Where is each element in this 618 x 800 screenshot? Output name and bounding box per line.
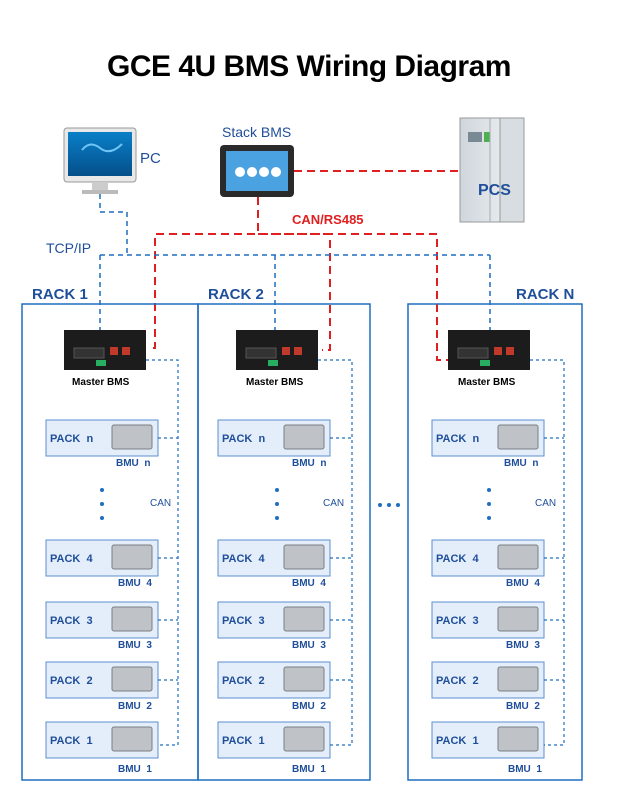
- master-bms-device-rackn: [448, 330, 530, 370]
- bmu-label: BMU 4: [506, 578, 540, 589]
- pack-label: PACK 1: [436, 735, 479, 747]
- pack-label: PACK 4: [50, 553, 93, 565]
- bmu-label: BMU n: [292, 458, 327, 469]
- pack-label: PACK n: [436, 433, 480, 445]
- pack-label: PACK 1: [50, 735, 93, 747]
- master-bms-label: Master BMS: [72, 377, 130, 388]
- tcp-ip-label: TCP/IP: [46, 240, 92, 256]
- pc-icon: [63, 127, 137, 194]
- pack-label: PACK 3: [50, 615, 93, 627]
- pack-label: PACK 2: [436, 675, 479, 687]
- can-label: CAN: [150, 498, 172, 509]
- pack-label: PACK 3: [222, 615, 265, 627]
- bmu-label: BMU 3: [506, 640, 540, 651]
- bmu-label: BMU n: [504, 458, 539, 469]
- rack-title: RACK 1: [32, 286, 88, 303]
- pack-label: PACK n: [222, 433, 266, 445]
- can-label: CAN: [323, 498, 345, 509]
- bmu-label: BMU 1: [292, 764, 326, 775]
- rack-title: RACK 2: [208, 286, 264, 303]
- pack-label: PACK 2: [50, 675, 93, 687]
- pcs-label: PCS: [478, 182, 511, 199]
- pack-label: PACK 2: [222, 675, 265, 687]
- diagram-title: GCE 4U BMS Wiring Diagram: [107, 50, 511, 83]
- rack-title: RACK N: [516, 286, 575, 303]
- can-label: CAN: [535, 498, 557, 509]
- stack-bms-icon: [220, 145, 294, 197]
- pack-label: PACK 3: [436, 615, 479, 627]
- bmu-label: BMU 3: [292, 640, 326, 651]
- master-bms-device-rack2: [236, 330, 318, 370]
- master-bms-device-rack1: [64, 330, 146, 370]
- pack-label: PACK 4: [436, 553, 479, 565]
- master-bms-label: Master BMS: [458, 377, 516, 388]
- stack-bms-label: Stack BMS: [222, 124, 292, 140]
- pack-label: PACK n: [50, 433, 94, 445]
- bmu-label: BMU 4: [118, 578, 152, 589]
- pack-label: PACK 1: [222, 735, 265, 747]
- pcs-icon: [459, 117, 525, 223]
- bmu-label: BMU 2: [118, 701, 152, 712]
- bmu-label: BMU 4: [292, 578, 326, 589]
- master-bms-label: Master BMS: [246, 377, 304, 388]
- pack-label: PACK 4: [222, 553, 265, 565]
- bmu-label: BMU 3: [118, 640, 152, 651]
- bmu-label: BMU 1: [508, 764, 542, 775]
- bmu-label: BMU n: [116, 458, 151, 469]
- bmu-label: BMU 2: [506, 701, 540, 712]
- can-rs485-label: CAN/RS485: [292, 212, 364, 227]
- pc-label: PC: [140, 150, 161, 167]
- bmu-label: BMU 2: [292, 701, 326, 712]
- bmu-label: BMU 1: [118, 764, 152, 775]
